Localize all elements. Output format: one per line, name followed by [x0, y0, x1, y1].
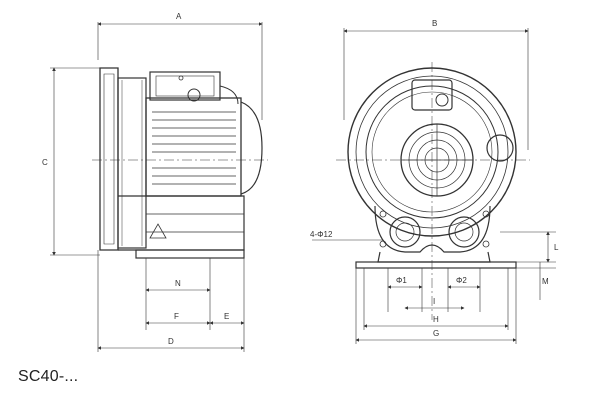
dim-label-m: M	[542, 277, 549, 286]
dim-label-b: B	[432, 19, 437, 28]
dim-label-f: F	[174, 312, 179, 321]
dim-label-c: C	[42, 158, 48, 167]
dim-label-h: H	[433, 315, 439, 324]
dim-label-i: I	[433, 297, 435, 306]
dim-label-g: G	[433, 329, 439, 338]
dim-label-l: L	[554, 243, 559, 252]
dim-label-phi2: Φ2	[456, 276, 467, 285]
dim-label-a: A	[176, 12, 182, 21]
hole-callout: 4-Φ12	[310, 230, 333, 239]
front-view	[312, 28, 556, 344]
dim-label-e: E	[224, 312, 229, 321]
dim-label-n: N	[175, 279, 181, 288]
model-caption: SC40-...	[18, 368, 79, 385]
dim-label-phi1: Φ1	[396, 276, 407, 285]
dim-label-d: D	[168, 337, 174, 346]
side-view	[50, 22, 268, 352]
